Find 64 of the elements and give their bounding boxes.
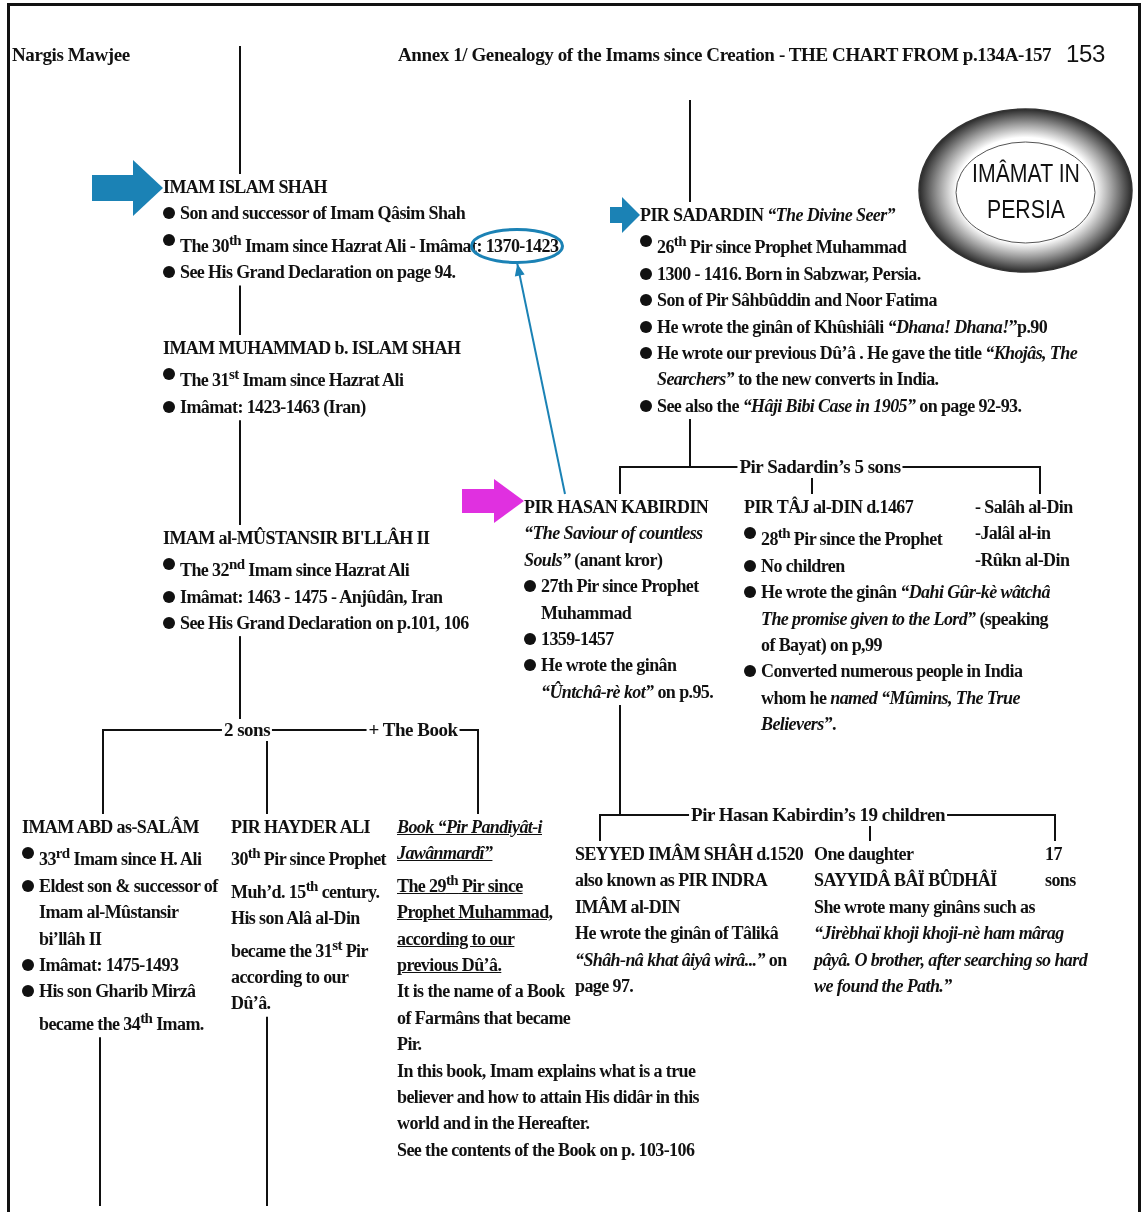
entry-text: 1300 - 1416. Born in Sabzwar, Persia. <box>657 262 921 286</box>
entry-text: 28$^{th}$ Pir since the Prophet <box>761 524 943 552</box>
name-heading: IMAM al-MÛSTANSIR BI'LLÂH II <box>163 526 430 550</box>
name-heading: SEYYED IMÂM SHÂH d.1520 <box>575 842 804 866</box>
entry-text: Imâmat: 1475-1493 <box>39 954 179 978</box>
name-heading: PIR SADARDIN “The Divine Seer” <box>640 204 895 227</box>
entry-text: He wrote the ginân of Tâlikâ “Shâh-nâ khat âiyâ wirâ...” on page 97. <box>575 922 788 999</box>
entry-text: He wrote the ginân of Khûshiâli “Dhana! Dhana!”p.90 <box>657 315 1048 339</box>
entry-text: He wrote the ginân “Dahi Gûr-kè wâtchâ The promise given to the Lord” (speaking of Bayat) on p,99 <box>761 581 1051 658</box>
name-heading: IMAM ISLAM SHAH <box>163 176 327 199</box>
entry-text: The 31$^{st}$ Imam since Hazrat Ali <box>180 365 404 393</box>
entry-text: He wrote our previous Dû’â . He gave the title “Khojâs, The Searchers” to the new converts in India. <box>657 342 1079 392</box>
entry-text: It is the name of a Book of Farmâns that became Pir. <box>397 980 572 1057</box>
block-arrow <box>462 479 524 523</box>
connector-line <box>99 1036 101 1207</box>
name-heading: PIR TÂJ al-DIN d.1467 <box>744 495 914 519</box>
entry-text: 1359-1457 <box>541 628 614 652</box>
edge-label: 2 sons <box>221 719 273 741</box>
entry-text: The 29$^{th}$ Pir since Prophet Muhammad, according to our previous Dû’â. <box>397 870 554 978</box>
entry-text: One daughter <box>814 843 914 866</box>
connector-line <box>239 284 241 336</box>
son-name: - Salâh al-Din <box>975 496 1073 519</box>
name-heading: PIR HAYDER ALI <box>231 816 370 839</box>
entry-text: Son of Pir Sâhbûddin and Noor Fatima <box>657 289 937 313</box>
entry-text: 27th Pir since Prophet Muhammad <box>541 575 700 625</box>
son-name: -Jalâl al-in <box>975 522 1051 546</box>
entry-text: 17 sons <box>1045 843 1077 893</box>
connector-line <box>689 99 691 203</box>
entry-text: See the contents of the Book on p. 103-106 <box>397 1138 695 1162</box>
entry-text: See His Grand Declaration on p.101, 106 <box>180 612 469 636</box>
block-arrow <box>610 197 640 233</box>
entry-text: See also the “Hâji Bibi Case in 1905” on page 92-93. <box>657 394 1022 418</box>
entry-text: Imâmat: 1423-1463 (Iran) <box>180 395 366 419</box>
entry-text: 33$^{rd}$ Imam since H. Ali <box>39 844 202 872</box>
entry-text: Son and successor of Imam Qâsim Shah <box>180 202 466 226</box>
ring-label: IMÂMAT IN PERSIA <box>970 157 1081 225</box>
arrow <box>514 262 566 495</box>
connector-line <box>239 419 241 526</box>
son-name: -Rûkn al-Din <box>975 548 1070 572</box>
entry-text: Converted numerous people in India whom he named “Mûmins, The True Believers”. <box>761 660 1024 737</box>
entry-text: “The Saviour of countless Souls” (anant kror) <box>524 522 704 572</box>
entry-text: 30$^{th}$ Pir since Prophet Muh’d. 15$^{th}$ century. His son Alâ al-Din became the 31$^{st}$ Pir according to our Dû’â. <box>231 844 388 1016</box>
entry-text: See His Grand Declaration on page 94. <box>180 261 456 285</box>
connector-line <box>239 45 241 175</box>
page-number: 153 <box>1066 40 1105 68</box>
entry-text: The 32$^{nd}$ Imam since Hazrat Ali <box>180 555 410 583</box>
block-arrow <box>92 160 163 216</box>
name-heading: IMAM ABD as-SALÂM <box>22 815 199 839</box>
entry-text: Eldest son & successor of Imam al-Mûstansir bi’llâh II <box>39 874 220 951</box>
name-heading: PIR HASAN KABIRDIN <box>524 496 709 519</box>
entry-text: 26$^{th}$ Pir since Prophet Muhammad <box>657 232 907 260</box>
entry-text: also known as PIR INDRA IMÂM al-DIN <box>575 869 768 919</box>
connector-line <box>266 1015 268 1207</box>
entry-text: Imâmat: 1463 - 1475 - Anjûdân, Iran <box>180 585 443 609</box>
name-heading: IMAM MUHAMMAD b. ISLAM SHAH <box>163 337 461 360</box>
entry-text: She wrote many ginâns such as “Jirèbhaï khoji khoji-nè ham mârag pâyâ. O brother, after searching so hard we found the Path.” <box>814 895 1089 999</box>
entry-text: No children <box>761 554 845 578</box>
book-title: Book “Pir Pandiyât-i Jawânmardî” <box>397 816 544 866</box>
name-heading: SAYYIDÂ BÂÏ BÛDHÂÏ <box>814 868 997 893</box>
entry-text: He wrote the ginân “Ûntchâ-rè kot” on p.95. <box>541 654 715 704</box>
author-name: Nargis Mawjee <box>12 44 130 66</box>
entry-text: In this book, Imam explains what is a true believer and how to attain His didâr in this world and in the Hereafter. <box>397 1059 700 1136</box>
entry-text: His son Gharib Mirzâ became the 34$^{th}$ Imam. <box>39 980 205 1036</box>
page-title: Annex 1/ Genealogy of the Imams since Creation - THE CHART FROM p.134A-157 <box>398 44 1052 66</box>
